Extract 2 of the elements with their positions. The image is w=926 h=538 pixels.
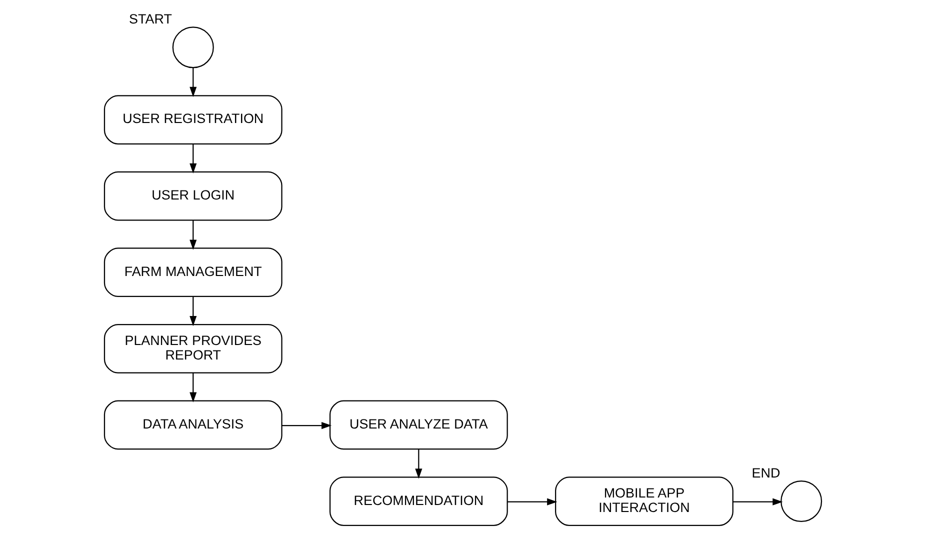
node-label: END <box>752 465 780 480</box>
node-label: START <box>129 11 172 26</box>
